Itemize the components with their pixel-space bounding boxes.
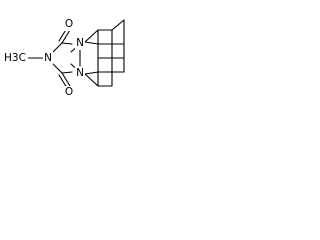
bond-imide-n-upper-carbonyl (51, 42, 63, 54)
methyl-label: H3C (4, 52, 26, 64)
upper-ring-nitrogen-label: N (76, 37, 84, 49)
atom-labels: H3C N O O N N (2, 18, 85, 99)
imide-nitrogen-label-mask (43, 51, 53, 65)
bond-upper-carbonyl-ring-n (61, 42, 73, 45)
bond-imide-n-lower-carbonyl (51, 62, 63, 74)
bond-lower-carbonyl-double-a (61, 72, 71, 87)
bond-cage-20 (84, 73, 99, 87)
upper-carbonyl-oxygen-label: O (65, 18, 73, 30)
lower-carbonyl-oxygen-label: O (65, 86, 73, 98)
lower-ring-nitrogen-label: N (76, 67, 84, 79)
bond-cage-19 (84, 41, 99, 45)
lower-ring-nitrogen-label-mask (75, 67, 85, 80)
upper-carbonyl-oxygen-label-mask (64, 18, 74, 31)
bond-lower-carbonyl-double-b (58, 74, 68, 89)
bond-cage-1 (84, 29, 99, 43)
bond-upper-carbonyl-double-a (61, 29, 71, 44)
bond-cage-18 (84, 71, 99, 75)
upper-ring-nitrogen-label-mask (75, 37, 85, 50)
chemical-structure: H3C N O O N N (2, 18, 125, 99)
methyl-label-mask (2, 51, 28, 65)
bond-lower-carbonyl-ring-n (61, 71, 73, 74)
lower-carbonyl-oxygen-label-mask (64, 86, 74, 99)
imide-nitrogen-label: N (44, 52, 52, 64)
bond-cage-6 (111, 19, 125, 31)
